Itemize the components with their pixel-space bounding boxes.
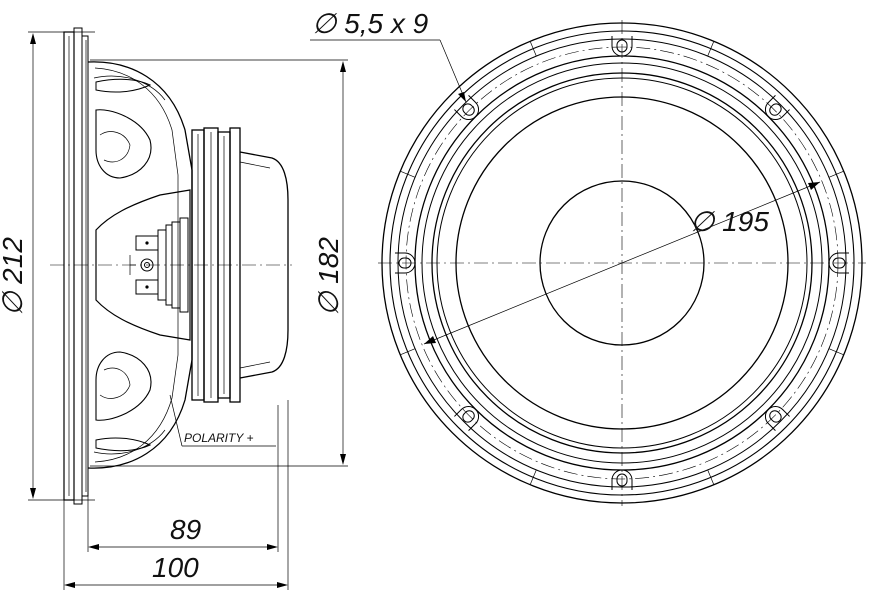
dim-magnet-diameter: ∅ 182 <box>313 237 344 316</box>
dim-depth-motor: 89 <box>170 514 201 545</box>
front-view: ∅ 5,5 x 9 ∅ 195 <box>310 8 866 506</box>
magnet-assembly <box>191 127 289 403</box>
dim-depth-total: 100 <box>152 552 199 583</box>
mounting-slots <box>395 36 849 490</box>
rim-notches <box>400 41 844 485</box>
polarity-label: POLARITY + <box>184 431 253 445</box>
dim-bolt-circle: ∅ 195 <box>690 206 769 237</box>
side-view: ∅ 212 ∅ 182 89 100 POLARITY + <box>0 27 348 590</box>
dim-mounting-hole: ∅ 5,5 x 9 <box>312 8 428 39</box>
dim-overall-diameter: ∅ 212 <box>0 237 28 316</box>
